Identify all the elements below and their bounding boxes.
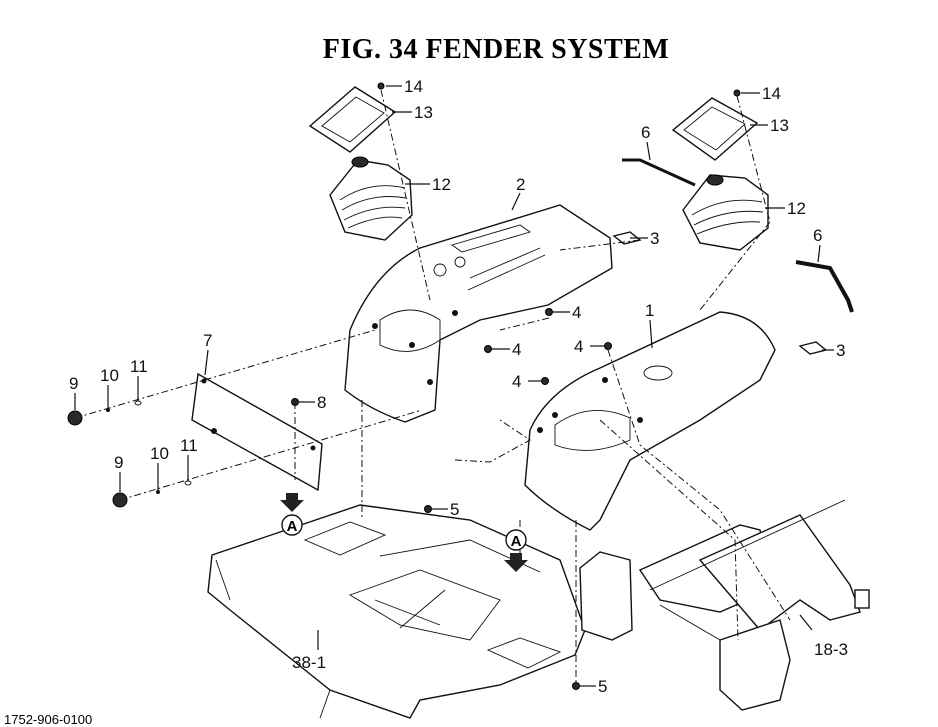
- callout-4-upper: 4: [572, 303, 581, 322]
- callout-10-upper: 10: [100, 366, 119, 385]
- callout-9-upper: 9: [69, 374, 78, 393]
- callout-11-upper: 11: [130, 357, 148, 376]
- callout-5-upper: 5: [450, 500, 459, 519]
- callout-12-left: 12: [432, 175, 451, 194]
- nut-5b: [572, 682, 580, 690]
- left-boot-12: [329, 156, 413, 241]
- footrest-deck-38-1: [207, 504, 586, 719]
- callout-38-1: 38-1: [292, 653, 326, 672]
- callout-18-3: 18-3: [814, 640, 848, 659]
- figure-title: FIG. 34 FENDER SYSTEM: [322, 34, 670, 65]
- bolt-4a: [545, 308, 553, 316]
- callout-4-right: 4: [574, 337, 583, 356]
- callout-4-left: 4: [512, 340, 521, 359]
- callout-14-left: 14: [404, 77, 423, 96]
- nut-5a: [424, 505, 432, 513]
- callout-4-lower: 4: [512, 372, 521, 391]
- clip-3b: [798, 341, 828, 355]
- marker-a-right: A: [504, 529, 528, 572]
- right-handle-6: [795, 260, 854, 313]
- right-screw-14: [733, 89, 741, 97]
- callout-1: 1: [645, 301, 654, 320]
- callout-labels: 14 13 12 2 6 3 4 4 7 9 10 11 8 9 10 11 5…: [69, 77, 848, 696]
- callout-7: 7: [203, 331, 212, 350]
- callout-14-right: 14: [762, 84, 781, 103]
- right-boot-plate-13: [671, 97, 759, 161]
- upper-hardware-stack: [67, 329, 376, 426]
- callout-11-lower: 11: [180, 436, 198, 455]
- callout-10-lower: 10: [150, 444, 169, 463]
- lower-hardware-stack: [112, 409, 423, 508]
- marker-a-right-label: A: [511, 533, 522, 550]
- callout-6-right: 6: [813, 226, 822, 245]
- right-boot-12: [682, 174, 769, 251]
- assembly-guide-lines: [294, 89, 791, 682]
- frame-18-3: [579, 499, 870, 711]
- marker-a-left-label: A: [287, 518, 298, 535]
- left-handle-6: [622, 158, 696, 187]
- left-fender-2: [344, 204, 613, 423]
- bolt-4c: [604, 342, 612, 350]
- right-fender-1: [524, 311, 776, 531]
- callout-6-left: 6: [641, 123, 650, 142]
- callout-5-lower: 5: [598, 677, 607, 696]
- marker-a-left: A: [280, 493, 304, 536]
- callout-9-lower: 9: [114, 453, 123, 472]
- left-screw-14: [377, 82, 385, 90]
- callout-8: 8: [317, 393, 326, 412]
- callout-13-left: 13: [414, 103, 433, 122]
- callout-13-right: 13: [770, 116, 789, 135]
- callout-2: 2: [516, 175, 525, 194]
- callout-12-right: 12: [787, 199, 806, 218]
- leader-lines: [74, 85, 834, 687]
- figure-code: 1752-906-0100: [4, 712, 93, 727]
- callout-3-right: 3: [836, 341, 845, 360]
- bolt-4d: [541, 377, 549, 385]
- callout-3-left: 3: [650, 229, 659, 248]
- bolt-4b: [484, 345, 492, 353]
